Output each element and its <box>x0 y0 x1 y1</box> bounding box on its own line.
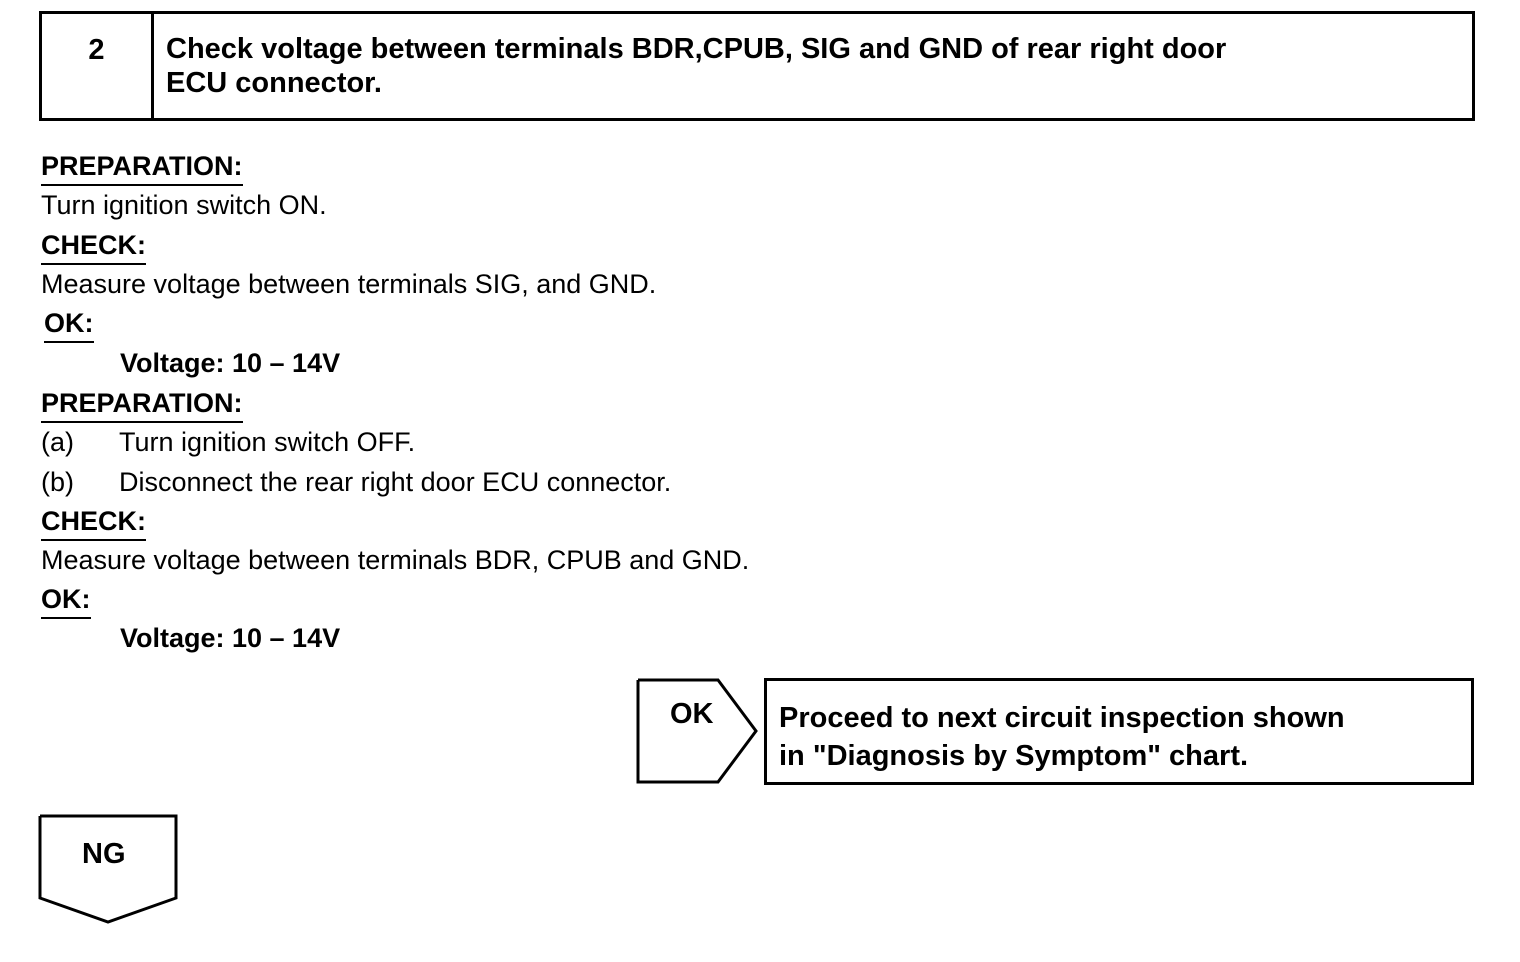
ok-value-1: Voltage: 10 – 14V <box>120 348 341 378</box>
ok-value-2: Voltage: 10 – 14V <box>120 623 341 653</box>
ok-heading-1: OK: <box>44 307 94 343</box>
ng-arrow-shape <box>38 814 178 924</box>
preparation-heading-2: PREPARATION: <box>41 387 243 423</box>
step-text-b: Disconnect the rear right door ECU conne… <box>119 467 672 497</box>
step-title-line-1: Check voltage between terminals BDR,CPUB… <box>166 33 1227 65</box>
ok-arrow-label: OK <box>670 698 714 730</box>
ok-arrow-shape <box>636 678 758 784</box>
step-title: Check voltage between terminals BDR,CPUB… <box>154 14 1472 118</box>
preparation-step-b: (b) Disconnect the rear right door ECU co… <box>41 466 671 498</box>
ok-result-line-2: in "Diagnosis by Symptom" chart. <box>779 740 1249 772</box>
step-label-b: (b) <box>41 467 74 497</box>
ok-result-box: Proceed to next circuit inspection shown… <box>764 678 1474 785</box>
step-header: 2 Check voltage between terminals BDR,CP… <box>39 11 1475 121</box>
step-text-a: Turn ignition switch OFF. <box>119 427 416 457</box>
ng-arrow-label: NG <box>82 838 126 870</box>
preparation-text-1: Turn ignition switch ON. <box>41 190 327 220</box>
preparation-step-a: (a) Turn ignition switch OFF. <box>41 426 415 458</box>
preparation-heading-1: PREPARATION: <box>41 150 243 186</box>
check-heading-2: CHECK: <box>41 505 146 541</box>
ok-heading-2: OK: <box>41 583 91 619</box>
check-text-2: Measure voltage between terminals BDR, C… <box>41 545 750 575</box>
step-number: 2 <box>42 14 154 118</box>
check-heading-1: CHECK: <box>41 229 146 265</box>
step-label-a: (a) <box>41 427 74 457</box>
step-title-line-2: ECU connector. <box>166 67 382 99</box>
ok-result-line-1: Proceed to next circuit inspection shown <box>779 702 1345 734</box>
check-text-1: Measure voltage between terminals SIG, a… <box>41 269 657 299</box>
